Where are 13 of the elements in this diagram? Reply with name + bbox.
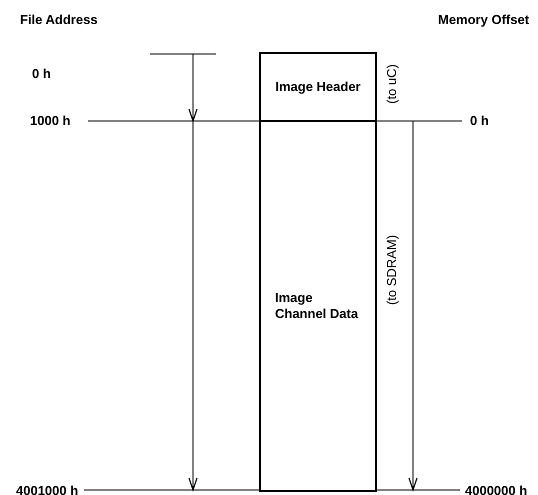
address-label: 0 h bbox=[470, 113, 489, 129]
address-label: 4000000 h bbox=[465, 483, 528, 495]
region-name: Image Channel Data bbox=[275, 290, 360, 322]
rotated-note: (to SDRAM) bbox=[384, 234, 400, 306]
column-heading: File Address bbox=[20, 12, 98, 28]
address-label: 4001000 h bbox=[16, 483, 78, 495]
memory-region-box bbox=[259, 52, 377, 122]
column-heading: Memory Offset bbox=[438, 12, 530, 28]
address-label: 0 h bbox=[32, 66, 51, 82]
rotated-note: (to uC) bbox=[384, 64, 400, 104]
address-label: 1000 h bbox=[30, 113, 70, 129]
region-name: Image Header bbox=[275, 79, 361, 95]
memory-region-box bbox=[259, 120, 377, 492]
